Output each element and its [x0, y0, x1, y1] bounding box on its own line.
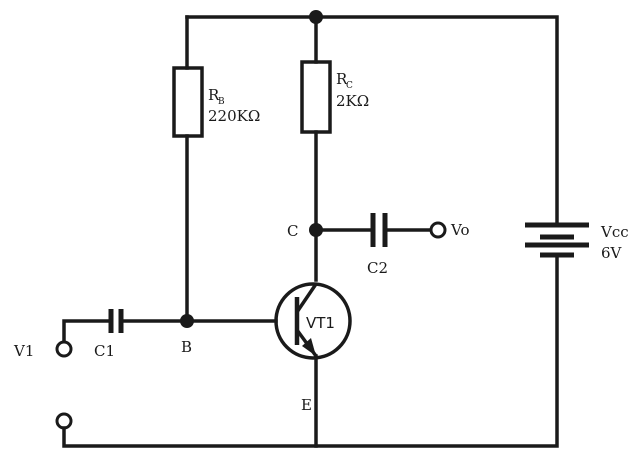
base-label: B — [181, 338, 192, 356]
collector-label: C — [287, 222, 298, 240]
top-junction — [309, 10, 323, 24]
battery-vcc-icon — [525, 222, 589, 258]
resistor-rc — [300, 60, 332, 232]
c1-label: C1 — [94, 342, 115, 360]
supply-name: Vcc — [600, 223, 629, 241]
resistor-rb — [172, 66, 204, 323]
output-label: Vo — [450, 221, 470, 239]
capacitor-c2 — [314, 213, 434, 247]
supply-voltage: 6V — [601, 244, 623, 262]
ground-terminal — [55, 412, 73, 430]
emitter-arrow-icon — [302, 338, 316, 356]
input-label: V1 — [13, 342, 34, 360]
rb-value: 220KΩ — [208, 107, 260, 125]
output-terminal — [429, 221, 447, 239]
rb-subscript: B — [218, 97, 225, 107]
rc-value: 2KΩ — [336, 92, 369, 110]
capacitor-c1 — [62, 309, 189, 344]
c2-label: C2 — [367, 259, 388, 277]
rb-letter: R — [208, 86, 220, 104]
transistor-label: VT1 — [306, 314, 335, 332]
input-terminal — [55, 340, 73, 358]
rc-subscript: C — [346, 81, 353, 91]
emitter-label: E — [301, 396, 312, 414]
rc-letter: R — [336, 70, 348, 88]
transistor-vt1 — [274, 228, 352, 448]
bottom-wire — [62, 253, 559, 448]
